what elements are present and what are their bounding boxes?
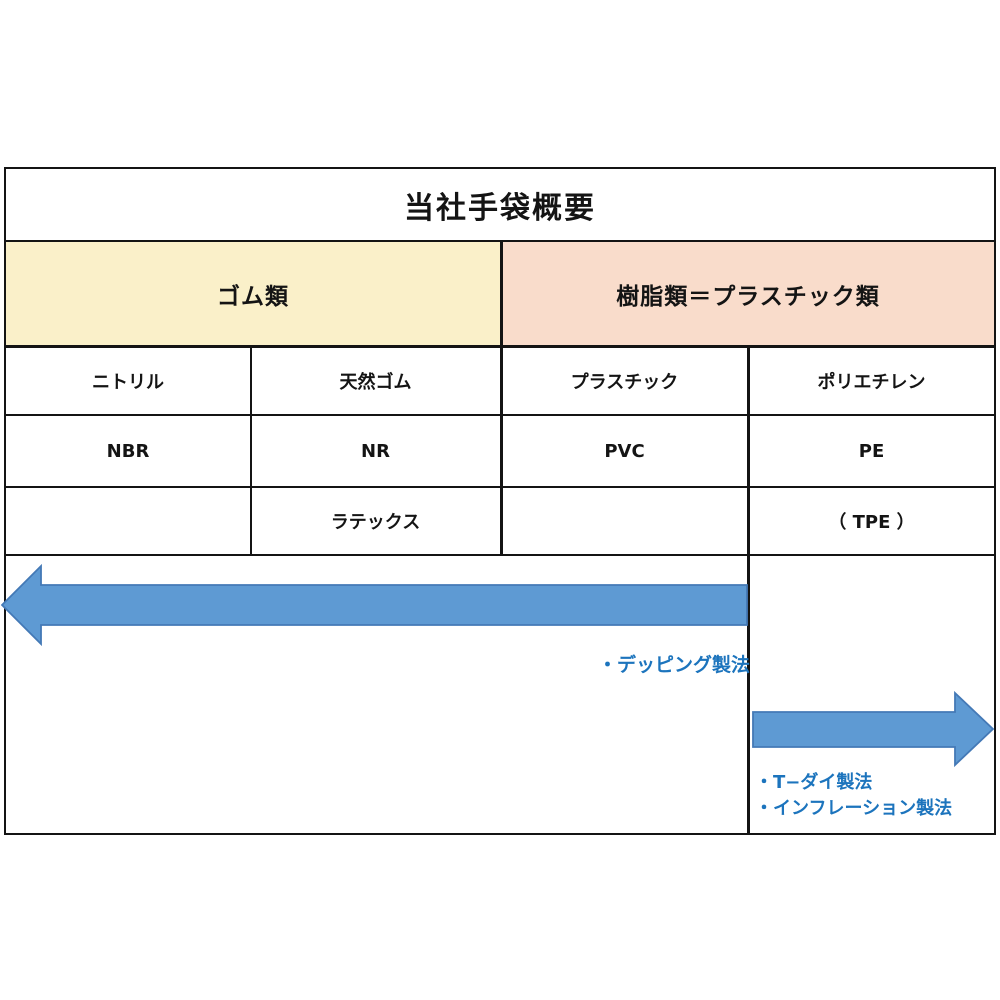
- inflation-method-label: ・インフレーション製法: [755, 798, 953, 819]
- cell-code-nbr: NBR: [106, 440, 150, 462]
- cell-extra-empty-1: [6, 488, 250, 554]
- divider-above-arrow-section: [6, 554, 994, 556]
- cell-code-nr: NR: [361, 440, 390, 462]
- column-divider-nitrile-rubber: [250, 347, 252, 554]
- dipping-method-label: ・デッピング製法: [597, 654, 750, 676]
- extrusion-methods-label: ・T−ダイ製法 ・インフレーション製法: [755, 770, 952, 822]
- column-divider-rubber-plastic: [500, 240, 503, 554]
- group-header-rubber: ゴム類: [6, 242, 500, 345]
- t-die-method-label: ・T−ダイ製法: [755, 772, 873, 793]
- group-header-plastic: 樹脂類＝プラスチック類: [502, 242, 994, 345]
- cell-material-polyethylene: ポリエチレン: [817, 371, 926, 393]
- cell-material-nitrile: ニトリル: [92, 371, 164, 393]
- page-title: 当社手袋概要: [404, 190, 596, 226]
- cell-code-pvc: PVC: [604, 440, 645, 462]
- cell-extra-latex: ラテックス: [330, 512, 421, 533]
- glove-overview-table: 当社手袋概要 ゴム類 樹脂類＝プラスチック類 ニトリル 天然ゴム プラスチック …: [1, 167, 996, 835]
- dipping-range-arrow-left-icon: [1, 563, 748, 647]
- column-divider-plastic-pe: [747, 347, 750, 833]
- cell-code-pe: PE: [858, 440, 885, 462]
- cell-material-plastic: プラスチック: [570, 371, 679, 393]
- cell-extra-empty-2: [501, 488, 748, 554]
- extrusion-range-arrow-right-icon: [752, 691, 995, 768]
- cell-extra-tpe: （ TPE ）: [828, 512, 915, 533]
- cell-material-natural-rubber: 天然ゴム: [339, 371, 412, 393]
